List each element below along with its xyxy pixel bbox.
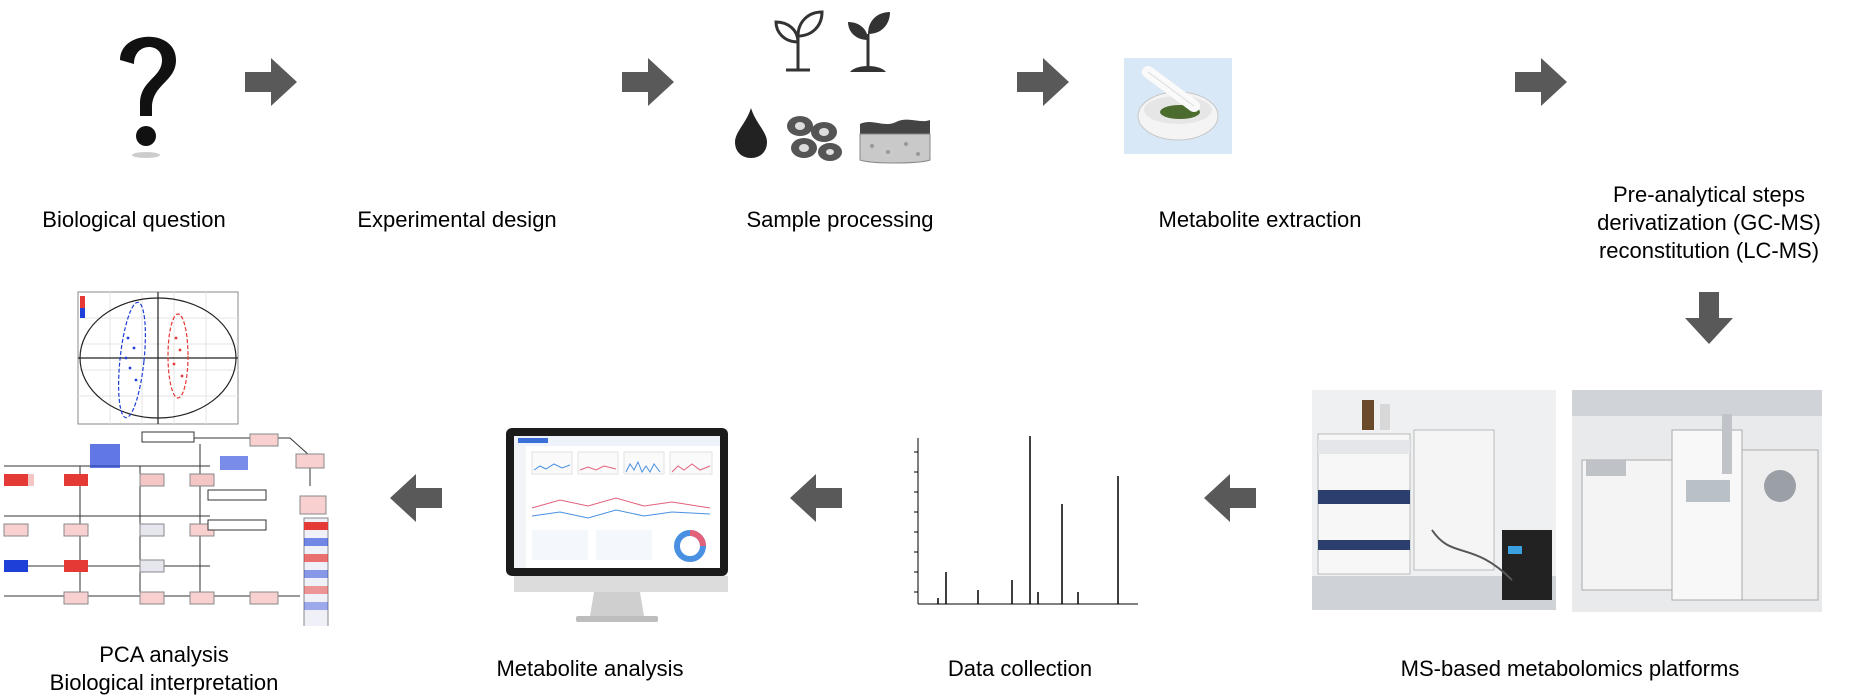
- metabolite-analysis-label: Metabolite analysis: [496, 656, 684, 681]
- mortar-pestle-icon: [1124, 58, 1232, 154]
- arrow-left-icon: [1204, 474, 1256, 522]
- mass-spectrum-plot: [902, 432, 1150, 610]
- question-mark-icon: [108, 20, 188, 160]
- data-collection-label: Data collection: [947, 656, 1093, 681]
- cells-icon: [784, 112, 844, 162]
- pre-analytical-line-1: Pre-analytical steps: [1613, 182, 1805, 207]
- monitor-dashboard-image: [504, 426, 730, 626]
- pca-line-1: PCA analysis: [99, 642, 229, 667]
- arrow-left-icon: [390, 474, 442, 522]
- pca-line-2: Biological interpretation: [49, 670, 279, 695]
- pca-score-plot: [72, 288, 242, 428]
- arrow-right-icon: [1017, 58, 1069, 106]
- arrow-right-icon: [622, 58, 674, 106]
- plant-seedling-icon: [842, 8, 894, 72]
- biological-question-label: Biological question: [42, 207, 226, 232]
- tissue-block-icon: [858, 114, 932, 164]
- arrow-left-icon: [790, 474, 842, 522]
- pre-analytical-label: Pre-analytical steps derivatization (GC-…: [1574, 181, 1844, 265]
- sample-processing-label: Sample processing: [746, 207, 934, 232]
- blood-drop-icon: [733, 106, 769, 160]
- pre-analytical-line-2: derivatization (GC-MS): [1597, 210, 1821, 235]
- experimental-design-label: Experimental design: [357, 207, 557, 232]
- arrow-right-icon: [1515, 58, 1567, 106]
- pathway-map-image: [0, 426, 330, 626]
- pre-analytical-line-3: reconstitution (LC-MS): [1598, 238, 1820, 263]
- arrow-right-icon: [245, 58, 297, 106]
- lc-ms-instrument-image: [1312, 390, 1556, 610]
- gc-ms-instrument-image: [1572, 390, 1822, 612]
- arrow-down-icon: [1685, 292, 1733, 344]
- ms-platforms-label: MS-based metabolomics platforms: [1400, 656, 1740, 681]
- metabolite-extraction-label: Metabolite extraction: [1158, 207, 1362, 232]
- plant-sprout-icon: [770, 8, 826, 72]
- pca-interpretation-label: PCA analysis Biological interpretation: [14, 641, 314, 697]
